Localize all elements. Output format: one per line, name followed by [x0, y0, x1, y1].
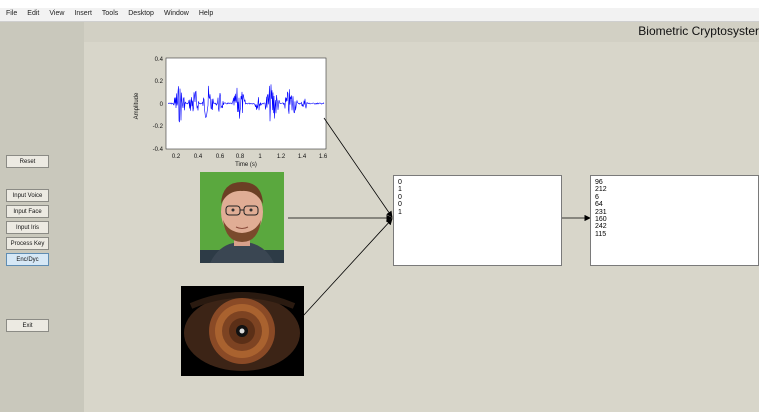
y-axis-label: Amplitude	[134, 92, 140, 119]
list-item: 6	[595, 193, 599, 201]
process-key-button[interactable]: Process Key	[6, 237, 49, 250]
list-item: 242	[595, 223, 607, 231]
xtick-label: 1.6	[319, 154, 328, 160]
ytick-label: 0	[160, 102, 164, 108]
key-bits-listbox[interactable]: 0 1 0 0 1	[393, 175, 562, 266]
list-item: 231	[595, 208, 607, 216]
x-axis-label: Time (s)	[235, 162, 257, 168]
input-iris-button[interactable]: Input Iris	[6, 221, 49, 234]
xtick-label: 0.6	[216, 154, 225, 160]
ytick-label: -0.2	[153, 124, 164, 130]
list-item: 64	[595, 201, 603, 209]
list-item: 1	[398, 208, 402, 216]
title-band	[84, 22, 759, 42]
list-item: 96	[595, 179, 603, 186]
menu-tools[interactable]: Tools	[101, 10, 119, 17]
window-title: Biometric Cryptosyster	[638, 24, 759, 38]
list-item: 160	[595, 216, 607, 224]
exit-button[interactable]: Exit	[6, 319, 49, 332]
menu-edit[interactable]: Edit	[27, 10, 40, 17]
xtick-label: 0.8	[236, 154, 245, 160]
menu-insert[interactable]: Insert	[74, 10, 92, 17]
xtick-label: 1	[258, 154, 262, 160]
output-bytes-listbox[interactable]: 96 212 6 64 231 160 242 115	[590, 175, 759, 266]
list-item: 0	[398, 201, 402, 209]
menu-help[interactable]: Help	[198, 10, 214, 17]
voice-plot: 0.4 0.2 0 -0.2 -0.4 0.2 0.4 0.6 0.8 1 1.…	[128, 52, 333, 170]
list-item: 0	[398, 179, 402, 186]
input-face-button[interactable]: Input Face	[6, 205, 49, 218]
list-item: 0	[398, 193, 402, 201]
list-item: 1	[398, 186, 402, 194]
menu-view[interactable]: View	[49, 10, 65, 17]
xtick-label: 1.4	[298, 154, 307, 160]
menu-desktop[interactable]: Desktop	[128, 10, 154, 17]
input-voice-button[interactable]: Input Voice	[6, 189, 49, 202]
menu-file[interactable]: File	[6, 10, 18, 17]
ytick-label: 0.2	[155, 79, 164, 85]
reset-button[interactable]: Reset	[6, 155, 49, 168]
waveform-line	[167, 84, 325, 123]
iris-image	[181, 286, 304, 376]
list-item: 115	[595, 230, 607, 238]
xtick-label: 0.2	[172, 154, 181, 160]
xtick-label: 0.4	[194, 154, 203, 160]
list-item: 212	[595, 186, 607, 194]
menu-bar: File Edit View Insert Tools Desktop Window Help	[0, 8, 759, 22]
menu-window[interactable]: Window	[163, 10, 189, 17]
ytick-label: 0.4	[155, 57, 164, 63]
enc-dyc-button[interactable]: Enc/Dyc	[6, 253, 49, 266]
face-image	[200, 172, 284, 263]
ytick-label: -0.4	[153, 147, 164, 153]
xtick-label: 1.2	[277, 154, 286, 160]
